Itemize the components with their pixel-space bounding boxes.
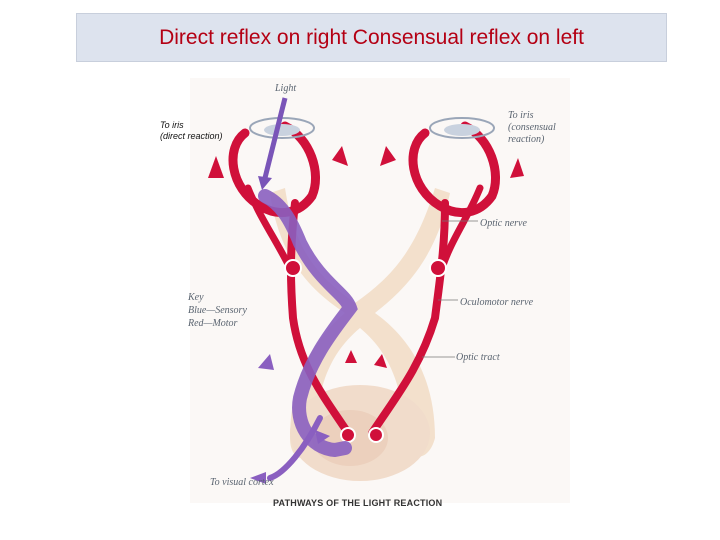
light-ray-arrow bbox=[262, 97, 288, 179]
tract-arrow-1 bbox=[345, 350, 357, 363]
sensory-arrow-3 bbox=[250, 472, 266, 484]
label-to-visual-cortex: To visual cortex bbox=[210, 477, 274, 488]
diagram-caption: PATHWAYS OF THE LIGHT REACTION bbox=[273, 498, 443, 508]
light-arrowhead bbox=[258, 176, 272, 190]
label-to-iris-consensual-3: reaction) bbox=[508, 134, 545, 145]
ciliary-ganglion-right bbox=[284, 259, 302, 277]
iris-arrow-1 bbox=[208, 156, 224, 178]
label-to-iris-consensual-1: To iris bbox=[508, 110, 534, 121]
edinger-westphal-right bbox=[340, 427, 356, 443]
label-key-red: Red—Motor bbox=[188, 318, 238, 329]
ciliary-ganglion-left bbox=[429, 259, 447, 277]
oculomotor-nerve-left bbox=[368, 199, 449, 437]
label-optic-tract: Optic tract bbox=[456, 352, 500, 363]
sensory-arrow-1 bbox=[258, 354, 274, 370]
label-oculomotor-nerve: Oculomotor nerve bbox=[460, 297, 534, 308]
slide-title: Direct reflex on right Consensual reflex… bbox=[159, 25, 584, 49]
label-key: Key bbox=[188, 292, 204, 303]
label-optic-nerve: Optic nerve bbox=[480, 218, 527, 229]
tract-arrow-2 bbox=[374, 354, 387, 368]
edinger-westphal-left bbox=[368, 427, 384, 443]
label-key-blue: Blue—Sensory bbox=[188, 305, 247, 316]
motor-branch-b bbox=[438, 184, 484, 272]
iris-arrow-4 bbox=[510, 158, 524, 178]
sensory-arrow-2 bbox=[315, 430, 330, 444]
sensory-pathway bbox=[258, 189, 358, 458]
label-to-iris-direct-1: To iris bbox=[160, 120, 184, 130]
sensory-to-cortex bbox=[267, 415, 323, 481]
iris-arrow-2 bbox=[332, 146, 348, 166]
label-light: Light bbox=[275, 83, 297, 94]
motor-branch-a bbox=[244, 184, 294, 272]
title-banner: Direct reflex on right Consensual reflex… bbox=[76, 13, 667, 62]
oculomotor-nerve-right bbox=[286, 199, 352, 437]
label-to-iris-consensual-2: (consensual bbox=[508, 122, 556, 133]
light-reflex-diagram bbox=[190, 78, 570, 503]
iris-arrow-3 bbox=[380, 146, 396, 166]
label-to-iris-direct-2: (direct reaction) bbox=[160, 131, 223, 141]
